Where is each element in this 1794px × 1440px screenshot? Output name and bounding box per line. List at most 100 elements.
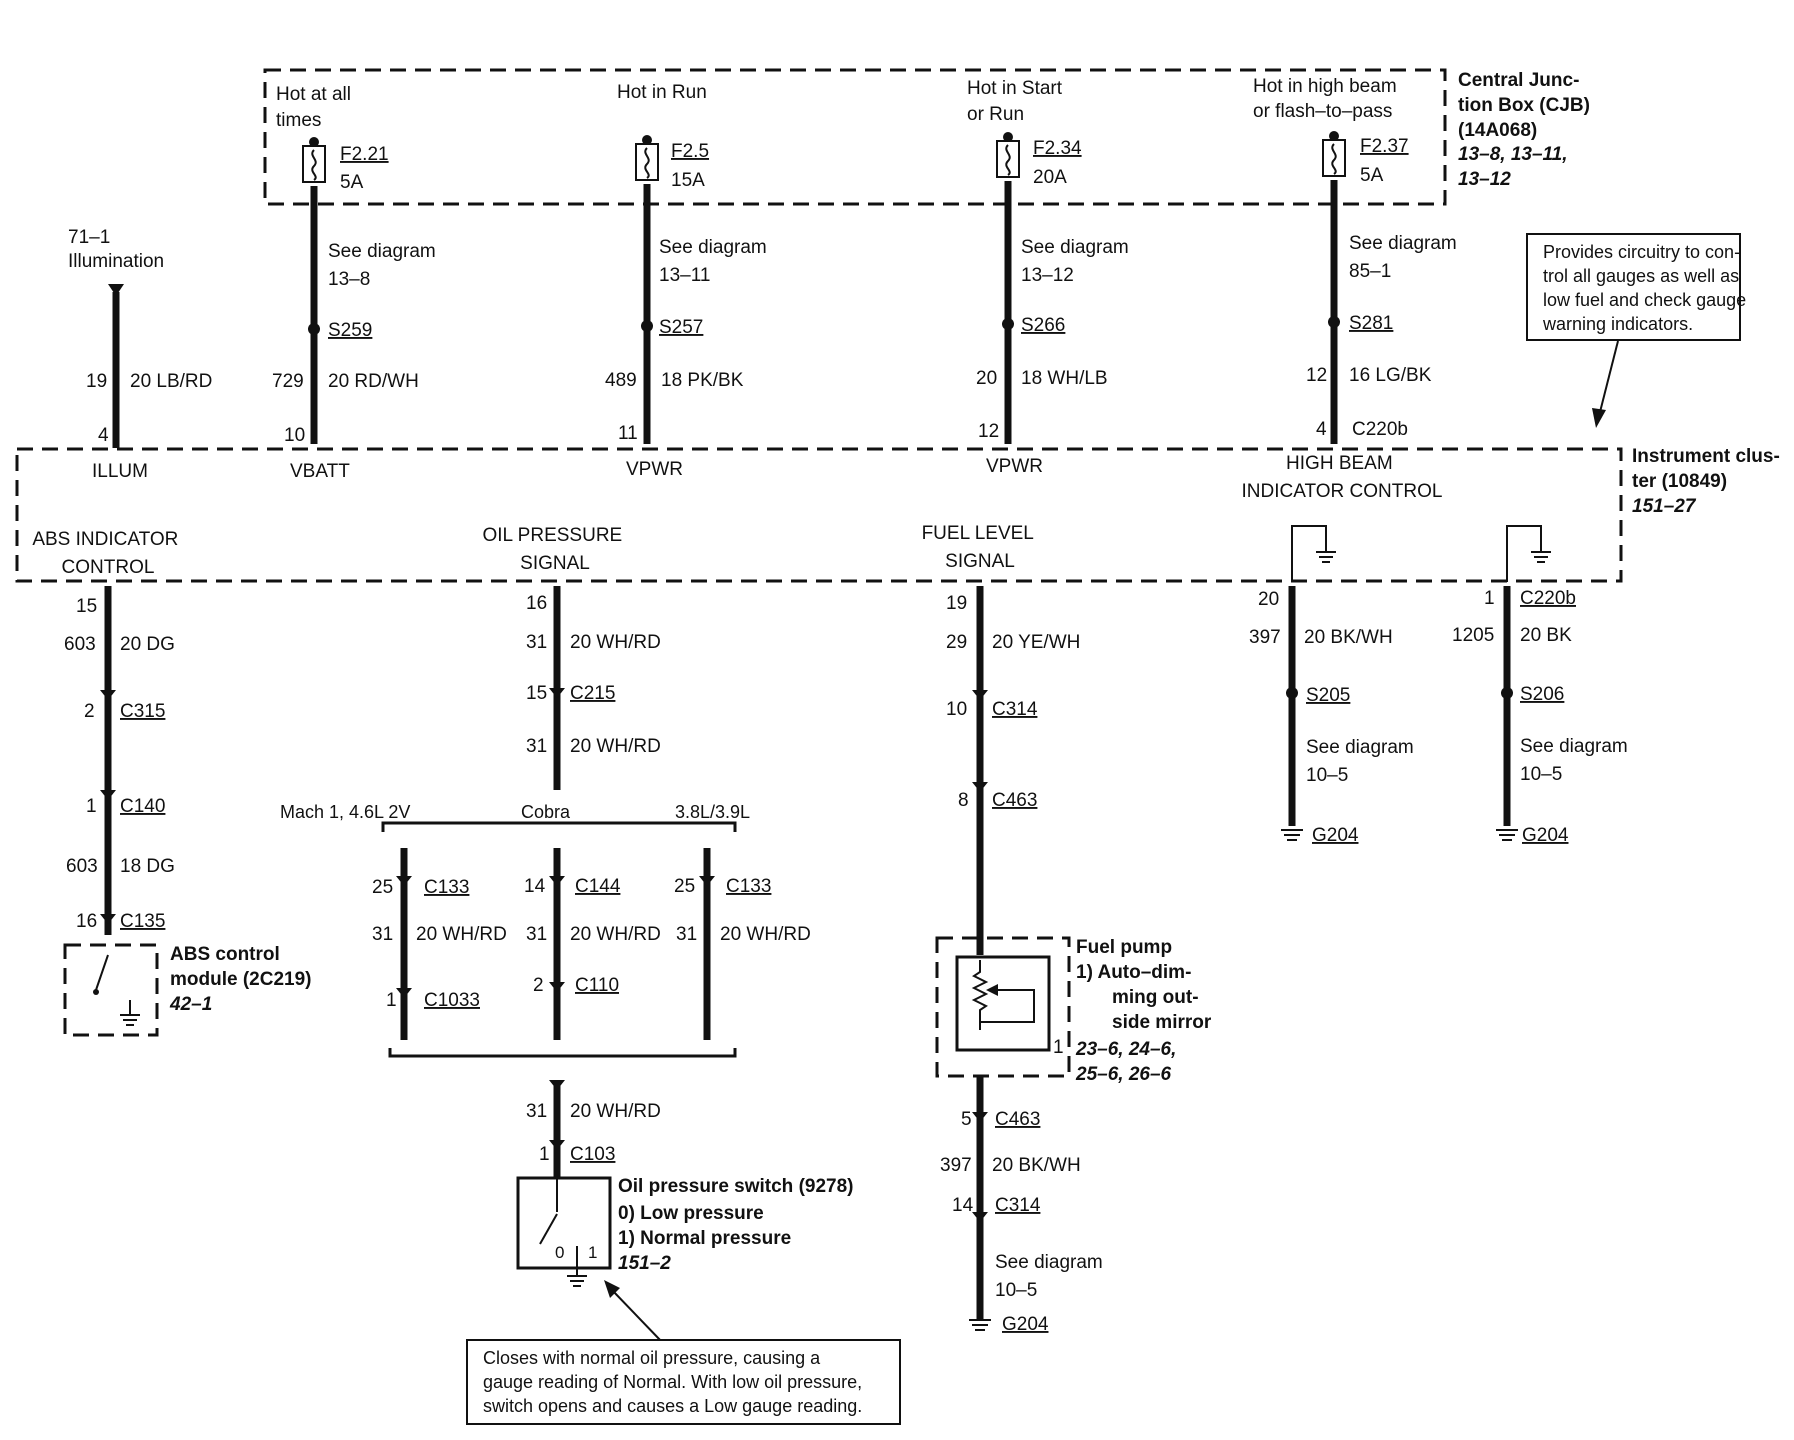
- fuse-4-element: [1331, 143, 1337, 175]
- fuse-4-symbol: [1322, 139, 1346, 177]
- oil-switch-ref: 151–2: [618, 1253, 671, 1274]
- ground-branch-s205: 20 397 20 BK/WH S205 See diagram 10–5 G2…: [1249, 586, 1419, 846]
- connector-c1033: C1033: [424, 990, 480, 1011]
- splice-s281-dot: [1328, 316, 1340, 328]
- splice-s257: S257: [659, 317, 703, 338]
- abs-switch-icon: [95, 954, 109, 991]
- cjb-refs: 13–8, 13–11, 13–12: [1458, 144, 1573, 190]
- oil-note-arrow-icon: [604, 1280, 620, 1298]
- pin-1-c1033: 1: [386, 990, 397, 1011]
- wire-color-603: 20 DG: [120, 634, 175, 655]
- pin-15-c215: 15: [526, 683, 547, 704]
- wire-color-1205: 20 BK: [1520, 625, 1572, 646]
- fuse-3-id: F2.34: [1033, 138, 1082, 159]
- connector-c314-b: C314: [995, 1195, 1041, 1216]
- variant-38l-label: 3.8L/3.9L: [675, 802, 750, 822]
- circuit-19: 19: [86, 371, 107, 392]
- connector-c135: C135: [120, 911, 165, 932]
- circuit-603: 603: [64, 634, 96, 655]
- circuit-31-b: 31: [526, 736, 547, 757]
- oil-note-text: Closes with normal oil pressure, causing…: [483, 1348, 867, 1416]
- pin-1-c103: 1: [539, 1144, 550, 1165]
- splice-s205-dot: [1286, 687, 1298, 699]
- abs-switch-contact: [93, 989, 99, 995]
- wire-color-31-v1: 20 WH/RD: [416, 924, 507, 945]
- wire-color-19: 20 LB/RD: [130, 371, 212, 392]
- circuit-31-v3: 31: [676, 924, 697, 945]
- instrument-cluster-ref: 151–27: [1632, 496, 1697, 517]
- connector-c133-a: C133: [424, 877, 469, 898]
- oil-pressure-switch-box: [516, 1176, 612, 1270]
- pin-10: 10: [284, 425, 305, 446]
- circuitry-note-box: [1526, 233, 1741, 341]
- circuitry-note-text: Provides circuitry to con- trol all gaug…: [1542, 242, 1751, 334]
- ground-icon: [120, 1000, 140, 1026]
- connector-c135-icon: [100, 914, 116, 924]
- internal-ground-2: [1506, 525, 1551, 582]
- wire-color-31-c: 20 WH/RD: [570, 1101, 661, 1122]
- illumination-ref: 71–1: [68, 227, 110, 248]
- fuel-level-branch: 19 29 20 YE/WH 10 C314 8 C463 1 Fuel pum…: [935, 586, 1212, 1335]
- ground-1-see-diagram: See diagram 10–5: [1306, 737, 1419, 786]
- signal-high-beam: HIGH BEAM INDICATOR CONTROL: [1242, 453, 1443, 502]
- fuel-pump-label: Fuel pump: [1076, 937, 1172, 958]
- internal-ground-2-wire: [1506, 525, 1542, 582]
- connector-c110: C110: [575, 975, 619, 996]
- wire-color-31-v2: 20 WH/RD: [570, 924, 661, 945]
- fuse-1-amps: 5A: [340, 172, 364, 193]
- fuse-3-symbol: [996, 140, 1020, 178]
- fuel-see-diagram: See diagram 10–5: [995, 1252, 1108, 1301]
- connector-c314-b-icon: [972, 1212, 988, 1222]
- pin-16-c135: 16: [76, 911, 97, 932]
- oil-note-pointer: [611, 1289, 663, 1343]
- wire-color-20: 18 WH/LB: [1021, 368, 1108, 389]
- ground-icon: [1281, 829, 1303, 841]
- ground-g204-2: G204: [1522, 825, 1569, 846]
- pin-5-c463: 5: [961, 1109, 972, 1130]
- ground-2-see-diagram: See diagram 10–5: [1520, 736, 1633, 785]
- fuse-2-terminal: [642, 135, 652, 145]
- fuel-sender-wiper: [980, 989, 1035, 1023]
- circuit-31-v1: 31: [372, 924, 393, 945]
- connector-c103: C103: [570, 1144, 615, 1165]
- splice-s266-dot: [1002, 318, 1014, 330]
- fuse-1-hot-label: Hot at all times: [276, 84, 356, 131]
- fuse-f2-5-branch: Hot in Run F2.5 15A See diagram 13–11 S2…: [605, 82, 767, 480]
- circuit-29: 29: [946, 632, 967, 653]
- fuse-1-symbol: [302, 145, 326, 183]
- abs-branch: 15 603 20 DG 2 C315 1 C140 603 18 DG 16 …: [63, 586, 311, 1037]
- wire-color-397: 20 BK/WH: [1304, 627, 1393, 648]
- circuit-729: 729: [272, 371, 304, 392]
- variant-brace-top: [381, 821, 737, 832]
- pin-14-c314: 14: [952, 1195, 974, 1216]
- pin-4-c220b: 4: [1316, 419, 1327, 440]
- fuse-4-amps: 5A: [1360, 165, 1384, 186]
- connector-c314-icon: [972, 690, 988, 700]
- signal-vpwr-2: VPWR: [986, 456, 1043, 477]
- pin-14-c144: 14: [524, 876, 546, 897]
- connector-c140: C140: [120, 796, 165, 817]
- ground-g204-1: G204: [1312, 825, 1359, 846]
- fuse-f2-21-branch: Hot at all times F2.21 5A See diagram 13…: [272, 84, 436, 482]
- oil-switch-contact-1: 1: [588, 1243, 597, 1262]
- pin-19-fuel: 19: [946, 593, 967, 614]
- signal-oil: OIL PRESSURE SIGNAL: [482, 525, 627, 574]
- splice-s257-dot: [641, 320, 653, 332]
- circuitry-note-pointer: [1599, 340, 1619, 413]
- pin-25-c133-a: 25: [372, 877, 393, 898]
- connector-c140-icon: [100, 790, 116, 800]
- wire-color-489: 18 PK/BK: [661, 370, 744, 391]
- circuit-31: 31: [526, 632, 547, 653]
- splice-s259: S259: [328, 320, 372, 341]
- fuel-pump-pin-1: 1: [1053, 1037, 1064, 1058]
- connector-c220b-bottom: C220b: [1520, 588, 1576, 609]
- connector-c463: C463: [992, 790, 1037, 811]
- signal-fuel: FUEL LEVEL SIGNAL: [922, 523, 1039, 572]
- connector-c463-b-icon: [972, 1112, 988, 1122]
- instrument-cluster-boundary: [15, 447, 1623, 583]
- illumination-arrow-icon: [108, 284, 124, 296]
- wire-color-31-v3: 20 WH/RD: [720, 924, 811, 945]
- circuit-12: 12: [1306, 365, 1327, 386]
- variant-mach1-label: Mach 1, 4.6L 2V: [280, 802, 410, 822]
- wire-color-12: 16 LG/BK: [1349, 365, 1432, 386]
